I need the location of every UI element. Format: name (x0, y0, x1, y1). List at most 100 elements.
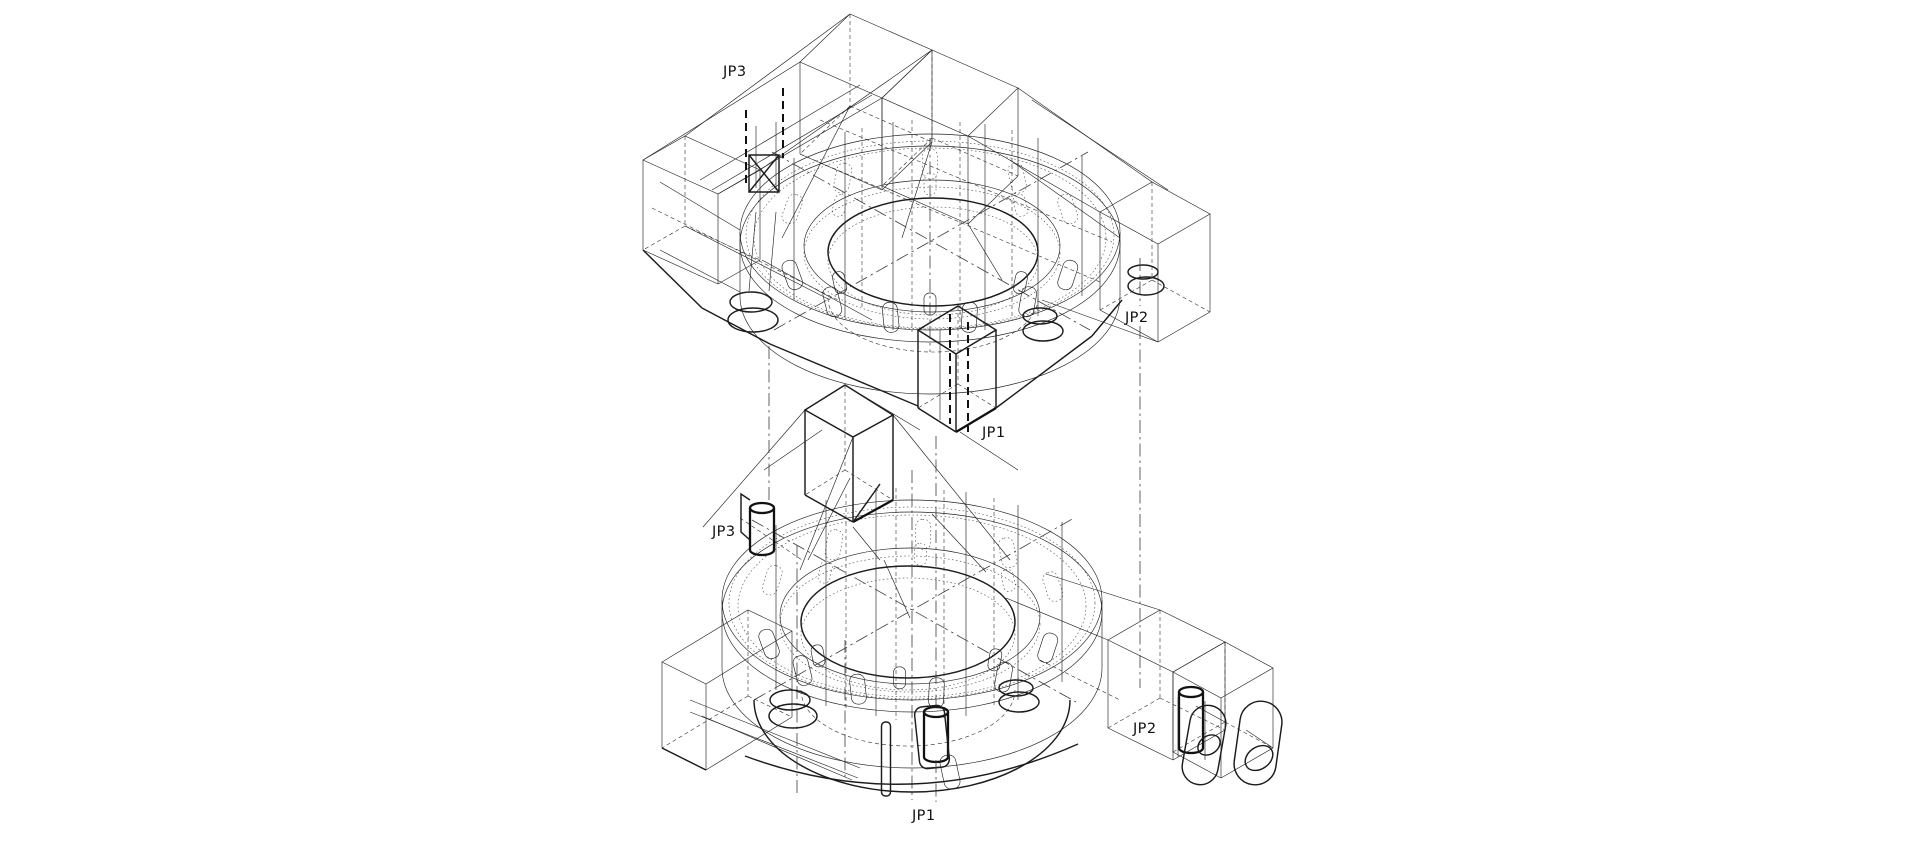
wireframe-line (820, 120, 1112, 242)
slot-cutout (832, 162, 853, 194)
construction-centerlines (769, 258, 1140, 802)
iso-box-top (882, 50, 1018, 136)
wireframe-line (1046, 574, 1160, 610)
wireframe-line (845, 385, 920, 430)
jumper-labels: JP3 JP2 JP1 JP3 JP2 JP1 (711, 64, 1156, 824)
ring-ellipse (780, 548, 1040, 684)
ring-ellipse (801, 578, 1015, 690)
slot-cutout (923, 149, 938, 179)
iso-box-edge (882, 186, 968, 224)
ring-ellipse (828, 198, 1038, 306)
slot-cutout (997, 536, 1018, 568)
wireframe-line (774, 152, 1088, 330)
foot-pad (769, 704, 817, 728)
wireframe-line (770, 344, 918, 406)
slot-cutout (924, 173, 936, 195)
wireframe-line (700, 85, 860, 180)
ring-ellipse (780, 556, 1040, 692)
iso-box-edge (805, 495, 853, 522)
hole-bottom-arc (801, 690, 1015, 746)
iso-box-hidden-edge (1225, 722, 1273, 748)
thin-bar (882, 722, 891, 796)
label-bottom-jp1: JP1 (911, 808, 935, 824)
iso-box-hidden-edge (882, 138, 932, 186)
iso-box-edge (918, 408, 956, 432)
wireframe-line (690, 700, 860, 768)
funnel-edge (749, 212, 756, 291)
iso-box-hidden-edge (1152, 280, 1210, 312)
iso-box-top (1108, 610, 1225, 672)
wireframe-line (760, 50, 932, 170)
clevis-lug-hole (1194, 731, 1224, 760)
iso-box-edge (882, 142, 932, 190)
foot-pad (999, 692, 1039, 712)
slot-cutout (1041, 570, 1065, 603)
wireframe-line (968, 136, 1100, 212)
slot-cutout (780, 192, 804, 225)
iso-box-top (662, 610, 792, 684)
ring-ellipse (746, 141, 1114, 329)
top-assembly-view (643, 14, 1210, 432)
iso-box-hidden-edge (845, 470, 893, 500)
slot-cutout (914, 543, 926, 565)
wireframe-line (782, 106, 850, 238)
foot-pad (1023, 321, 1063, 341)
slot-cutout (924, 293, 936, 315)
wireframe-line (754, 518, 1074, 700)
wireframe-line (853, 484, 880, 522)
iso-box-hidden-edge (918, 384, 958, 408)
slot-cutout (961, 302, 978, 333)
iso-box-hidden-edge (850, 106, 932, 142)
iso-box-hidden-edge (800, 106, 850, 154)
bottom-silhouette-curve (745, 744, 1078, 784)
wireframe-line (960, 432, 1018, 470)
slot-cutout (780, 258, 804, 291)
iso-box-hidden-edge (932, 138, 1018, 176)
wireframe-line (1006, 598, 1108, 640)
wireframe-line (800, 154, 1100, 282)
iso-box-edge (643, 250, 718, 284)
iso-box-top (1173, 642, 1273, 698)
wireframe-line (712, 95, 872, 190)
label-bottom-jp3: JP3 (711, 524, 735, 540)
iso-box-hidden-edge (1108, 698, 1160, 728)
wireframe-line (1092, 300, 1122, 336)
iso-box-edge (1221, 748, 1273, 778)
skirt-arc (740, 296, 1120, 394)
jumper-post-top (1179, 687, 1203, 697)
wireframe-line (764, 430, 822, 470)
wireframe-line (996, 336, 1092, 408)
wireframe-line (660, 182, 740, 230)
iso-box-top (805, 385, 893, 437)
jumper-post-bottom (750, 550, 774, 555)
iso-box-top (643, 136, 760, 194)
slot-cutout (882, 302, 900, 333)
skirt-arc (722, 668, 1102, 768)
iso-box-edge (1173, 752, 1221, 778)
iso-box-edge (956, 408, 996, 432)
slot-cutout (1012, 193, 1029, 217)
wireframe-line (1042, 300, 1158, 342)
foot-pad (999, 680, 1033, 696)
slot-cutout (824, 529, 844, 561)
slot-cutout (1056, 258, 1080, 291)
ring-ellipse (804, 187, 1060, 319)
ring-ellipse (828, 207, 1038, 315)
label-top-jp2: JP2 (1124, 310, 1148, 326)
body-silhouette-arc (754, 700, 1070, 792)
iso-box-edge (1108, 728, 1173, 760)
wireframe-line (1040, 660, 1120, 700)
slot-cutout (928, 677, 945, 708)
slot-cutout (757, 627, 781, 660)
iso-box-edge (853, 500, 893, 522)
iso-box-hidden-edge (1100, 280, 1152, 310)
ring-ellipse (804, 180, 1060, 312)
label-bottom-jp2: JP2 (1132, 721, 1156, 737)
iso-box-hidden-edge (643, 226, 685, 250)
funnel-edge (769, 212, 776, 291)
label-top-jp3: JP3 (722, 64, 746, 80)
jp3-bracket-panel (749, 155, 779, 192)
wireframe-line (884, 560, 910, 618)
jumper-post-top (750, 503, 774, 513)
